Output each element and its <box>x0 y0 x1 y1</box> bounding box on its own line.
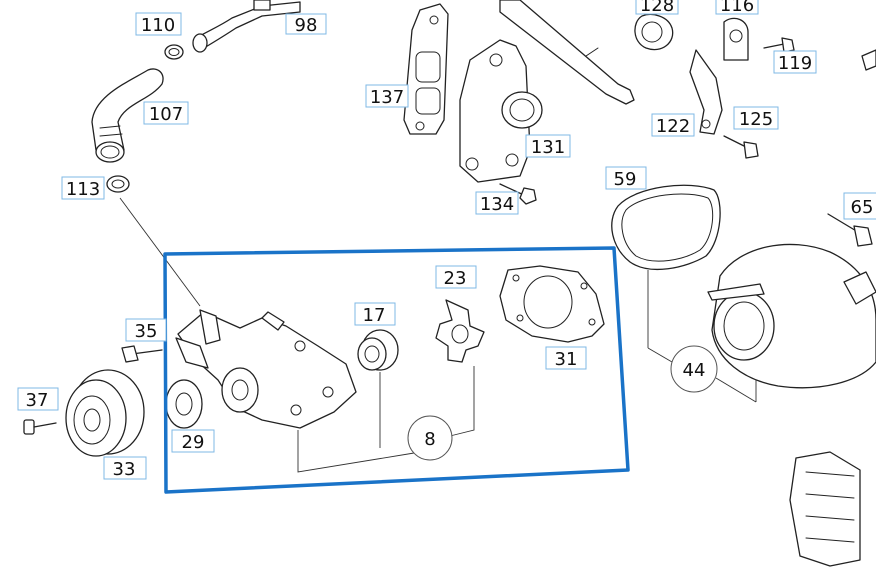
callout-31[interactable]: 31 <box>545 346 587 370</box>
svg-text:37: 37 <box>26 390 49 411</box>
bolt-37 <box>23 419 57 435</box>
svg-text:116: 116 <box>720 0 754 16</box>
callout-125[interactable]: 125 <box>733 106 779 130</box>
housing-44 <box>707 243 876 389</box>
callout-116[interactable]: 116 <box>715 0 759 16</box>
svg-text:128: 128 <box>640 0 674 16</box>
callout-113[interactable]: 113 <box>61 176 105 200</box>
callout-110[interactable]: 110 <box>135 12 182 36</box>
bracket-122 <box>689 49 723 135</box>
callout-131[interactable]: 131 <box>525 134 571 158</box>
callout-33[interactable]: 33 <box>103 456 147 480</box>
svg-text:107: 107 <box>149 104 183 125</box>
gasket-137 <box>403 3 449 135</box>
svg-text:17: 17 <box>363 305 386 326</box>
callout-8[interactable]: 8 <box>407 415 453 461</box>
bolt-125 <box>723 135 759 159</box>
clamp-113 <box>106 175 130 193</box>
svg-text:131: 131 <box>531 137 565 158</box>
part-top-right-edge <box>861 49 876 71</box>
svg-text:137: 137 <box>370 87 404 108</box>
callout-107[interactable]: 107 <box>143 101 189 125</box>
svg-text:29: 29 <box>182 432 205 453</box>
svg-text:113: 113 <box>66 179 100 200</box>
svg-text:8: 8 <box>424 429 435 450</box>
water-pump-8 <box>175 309 357 429</box>
bolt-65 <box>827 213 873 247</box>
svg-text:119: 119 <box>778 53 812 74</box>
bolt-119 <box>763 37 795 53</box>
impeller-23 <box>435 299 485 363</box>
gasket-31 <box>499 265 605 343</box>
pulley-33 <box>65 369 145 457</box>
callout-29[interactable]: 29 <box>171 429 215 453</box>
bolt-134 <box>499 183 537 205</box>
callout-122[interactable]: 122 <box>651 113 695 137</box>
svg-text:31: 31 <box>555 349 578 370</box>
callout-65[interactable]: 65 <box>843 192 876 220</box>
svg-text:125: 125 <box>739 109 773 130</box>
svg-text:33: 33 <box>113 459 136 480</box>
flange-29 <box>165 379 203 429</box>
pipe-98 <box>192 0 301 53</box>
svg-text:65: 65 <box>851 197 874 218</box>
clamp-110 <box>164 44 184 60</box>
callout-59[interactable]: 59 <box>605 166 647 190</box>
svg-text:98: 98 <box>295 15 318 36</box>
svg-text:35: 35 <box>135 321 158 342</box>
gasket-59 <box>611 184 721 271</box>
thermostat-housing-131 <box>459 39 543 183</box>
callout-98[interactable]: 98 <box>285 13 327 36</box>
selection-box <box>163 246 630 494</box>
hose-107 <box>91 68 164 163</box>
bolt-35 <box>121 345 163 363</box>
part-bottom-right <box>789 451 861 567</box>
callout-44[interactable]: 44 <box>670 345 718 393</box>
clip-116 <box>723 17 749 61</box>
svg-text:44: 44 <box>683 360 706 381</box>
clamp-128 <box>634 13 674 51</box>
callout-119[interactable]: 119 <box>773 50 817 74</box>
seal-17 <box>357 329 399 371</box>
svg-text:110: 110 <box>141 15 175 36</box>
callout-128[interactable]: 128 <box>635 0 679 16</box>
svg-text:134: 134 <box>480 194 514 215</box>
callout-23[interactable]: 23 <box>435 265 477 289</box>
svg-text:59: 59 <box>614 169 637 190</box>
callout-17[interactable]: 17 <box>354 302 396 326</box>
pipe-long-top <box>499 0 635 105</box>
svg-text:23: 23 <box>444 268 467 289</box>
callout-137[interactable]: 137 <box>365 84 409 108</box>
callout-134[interactable]: 134 <box>475 191 519 215</box>
callout-35[interactable]: 35 <box>125 318 167 342</box>
callout-37[interactable]: 37 <box>17 387 59 411</box>
leader-lines <box>119 197 757 473</box>
svg-text:122: 122 <box>656 116 690 137</box>
